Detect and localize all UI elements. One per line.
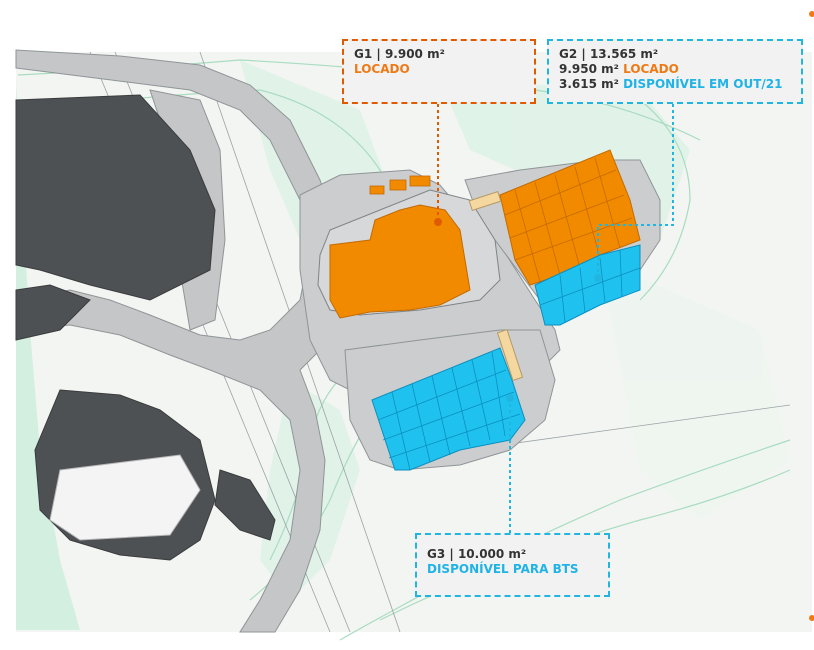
edge-mark-bottom — [809, 615, 814, 621]
white-roof — [49, 454, 201, 541]
g2-callout: G2 | 13.565 m² 9.950 m² LOCADO 3.615 m² … — [547, 39, 803, 104]
g2-line1: 9.950 m² LOCADO — [559, 62, 791, 77]
g1-status: LOCADO — [354, 62, 410, 76]
leader-dots — [434, 218, 602, 402]
g2-line2: 3.615 m² DISPONÍVEL EM OUT/21 — [559, 77, 791, 92]
g1-annex — [369, 175, 431, 195]
g2-line1-status: LOCADO — [623, 62, 679, 76]
g3-status: DISPONÍVEL PARA BTS — [427, 562, 579, 576]
g1-callout: G1 | 9.900 m² LOCADO — [342, 39, 536, 104]
g2-title: G2 | 13.565 m² — [559, 47, 659, 61]
g1-building — [329, 204, 471, 319]
leader-lines — [437, 104, 674, 533]
g2-leased-block — [499, 149, 641, 286]
g1-title: G1 | 9.900 m² — [354, 47, 445, 61]
g2-available-block — [534, 244, 641, 326]
g3-title: G3 | 10.000 m² — [427, 547, 527, 561]
edge-mark-top — [809, 11, 814, 17]
g3-annex — [496, 329, 524, 381]
g2-line1-area: 9.950 m² — [559, 62, 619, 76]
g2-line2-area: 3.615 m² — [559, 77, 619, 91]
g2-annex — [468, 190, 502, 212]
g2-line2-status: DISPONÍVEL EM OUT/21 — [623, 77, 783, 91]
g3-callout: G3 | 10.000 m² DISPONÍVEL PARA BTS — [415, 533, 610, 597]
